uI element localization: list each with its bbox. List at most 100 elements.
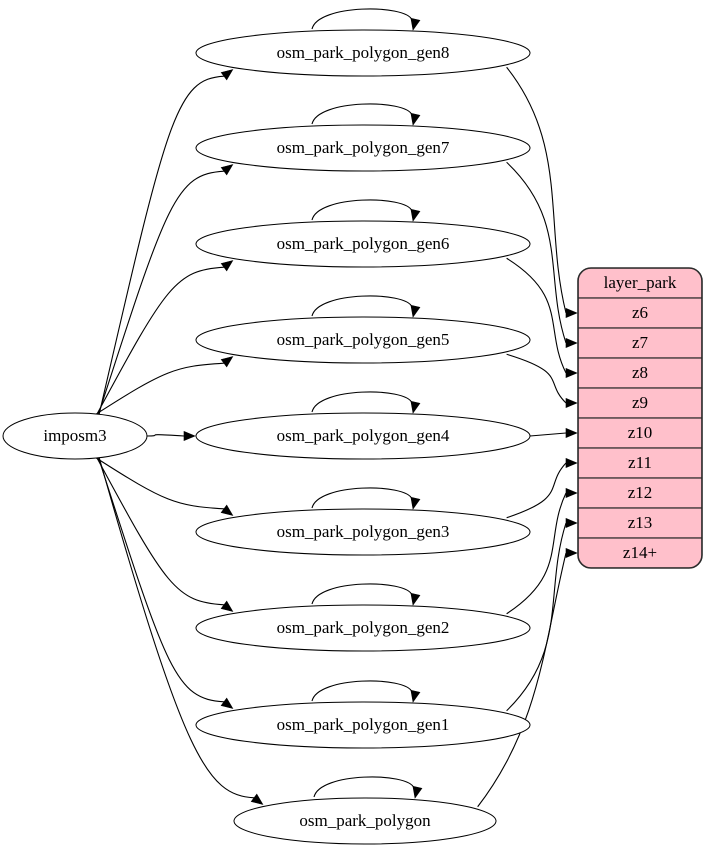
node-ellipse bbox=[195, 316, 531, 364]
node-label: osm_park_polygon_gen3 bbox=[277, 522, 450, 541]
table-row-z6[interactable] bbox=[578, 297, 702, 329]
table-row-z7[interactable] bbox=[578, 327, 702, 359]
node-label: osm_park_polygon_gen7 bbox=[277, 138, 450, 157]
edge-imposm3-to-gen8 bbox=[98, 75, 224, 416]
arrow-base-to-z14+ bbox=[565, 547, 578, 559]
arrow-imposm3-to-gen7 bbox=[220, 164, 234, 176]
node-ellipse bbox=[195, 604, 531, 652]
edges-layer bbox=[94, 8, 578, 808]
table-title: layer_park bbox=[604, 273, 677, 292]
node-gen1[interactable]: osm_park_polygon_gen1 bbox=[195, 701, 531, 749]
edge-gen2-to-z12 bbox=[506, 492, 567, 615]
self-loop-gen4 bbox=[311, 391, 413, 413]
arrow-gen3-to-z11 bbox=[565, 457, 578, 469]
node-gen7[interactable]: osm_park_polygon_gen7 bbox=[195, 124, 531, 172]
node-gen6[interactable]: osm_park_polygon_gen6 bbox=[195, 220, 531, 268]
nodes-layer: osm_park_polygon_gen8 osm_park_polygon_ge… bbox=[2, 29, 531, 845]
table-row-z9[interactable] bbox=[578, 387, 702, 419]
table-row-z10[interactable] bbox=[578, 417, 702, 449]
node-label: osm_park_polygon_gen4 bbox=[277, 426, 450, 445]
node-ellipse bbox=[195, 508, 531, 556]
self-loop-arrow-gen7 bbox=[410, 112, 421, 126]
table-row-label-z9: z9 bbox=[632, 393, 648, 412]
node-label: imposm3 bbox=[43, 426, 106, 445]
table-row-label-z6: z6 bbox=[632, 303, 648, 322]
edge-gen7-to-z7 bbox=[506, 161, 567, 344]
table-row-label-z7: z7 bbox=[632, 333, 649, 352]
arrow-gen1-to-z13 bbox=[565, 517, 578, 529]
edge-imposm3-to-gen3 bbox=[94, 456, 224, 510]
node-label: osm_park_polygon_gen8 bbox=[277, 43, 450, 62]
edge-gen3-to-z11 bbox=[506, 462, 567, 519]
arrow-imposm3-to-gen5 bbox=[220, 356, 234, 368]
self-loop-base bbox=[313, 776, 415, 798]
edge-imposm3-to-gen4 bbox=[146, 434, 185, 437]
node-gen4[interactable]: osm_park_polygon_gen4 bbox=[195, 412, 531, 460]
table-row-label-z10: z10 bbox=[628, 423, 653, 442]
self-loop-arrow-gen1 bbox=[410, 689, 421, 703]
self-loop-gen5 bbox=[311, 295, 413, 317]
node-ellipse bbox=[195, 701, 531, 749]
arrow-imposm3-to-gen3 bbox=[220, 504, 234, 516]
table-row-z13[interactable] bbox=[578, 507, 702, 539]
self-loop-arrow-gen8 bbox=[410, 17, 421, 31]
table-row-z12[interactable] bbox=[578, 477, 702, 509]
arrow-imposm3-to-gen8 bbox=[220, 69, 234, 81]
table-row-z14+[interactable] bbox=[578, 537, 702, 568]
self-loop-gen1 bbox=[311, 680, 413, 702]
edge-imposm3-to-gen6 bbox=[96, 266, 224, 416]
table-row-label-z12: z12 bbox=[628, 483, 653, 502]
edge-gen4-to-z10 bbox=[529, 432, 567, 437]
node-ellipse bbox=[233, 797, 497, 845]
self-loop-arrow-gen3 bbox=[410, 496, 421, 510]
node-gen3[interactable]: osm_park_polygon_gen3 bbox=[195, 508, 531, 556]
node-ellipse bbox=[195, 412, 531, 460]
node-label: osm_park_polygon_gen1 bbox=[277, 715, 450, 734]
self-loop-arrow-gen5 bbox=[410, 304, 421, 318]
table-row-label-z13: z13 bbox=[628, 513, 653, 532]
edge-base-to-z14+ bbox=[477, 552, 567, 808]
edge-imposm3-to-gen5 bbox=[94, 362, 224, 416]
self-loop-gen6 bbox=[311, 199, 413, 221]
edge-imposm3-to-base bbox=[98, 456, 255, 799]
node-label: osm_park_polygon_gen5 bbox=[277, 330, 450, 349]
arrow-gen8-to-z6 bbox=[565, 307, 578, 319]
node-ellipse bbox=[195, 220, 531, 268]
node-ellipse bbox=[2, 412, 148, 460]
self-loop-arrow-gen2 bbox=[410, 592, 421, 606]
arrow-gen4-to-z10 bbox=[565, 427, 578, 439]
arrow-gen2-to-z12 bbox=[565, 487, 578, 499]
self-loop-gen3 bbox=[311, 487, 413, 509]
node-ellipse bbox=[195, 29, 531, 77]
node-label: osm_park_polygon_gen6 bbox=[277, 234, 450, 253]
edge-gen6-to-z8 bbox=[506, 257, 567, 374]
node-base[interactable]: osm_park_polygon bbox=[233, 797, 497, 845]
edge-imposm3-to-gen1 bbox=[97, 456, 224, 703]
self-loop-gen8 bbox=[311, 8, 413, 30]
edge-gen8-to-z6 bbox=[506, 66, 567, 314]
edge-imposm3-to-gen7 bbox=[97, 170, 224, 416]
self-loop-gen7 bbox=[311, 103, 413, 125]
edge-gen1-to-z13 bbox=[506, 522, 567, 712]
table-outline bbox=[577, 267, 703, 569]
arrow-imposm3-to-gen1 bbox=[220, 697, 234, 709]
node-gen8[interactable]: osm_park_polygon_gen8 bbox=[195, 29, 531, 77]
node-gen2[interactable]: osm_park_polygon_gen2 bbox=[195, 604, 531, 652]
node-gen5[interactable]: osm_park_polygon_gen5 bbox=[195, 316, 531, 364]
arrow-imposm3-to-gen2 bbox=[220, 600, 234, 612]
edge-gen5-to-z9 bbox=[506, 353, 567, 404]
arrow-imposm3-to-gen6 bbox=[220, 260, 234, 272]
self-loop-arrow-gen6 bbox=[410, 208, 421, 222]
self-loop-arrow-base bbox=[412, 785, 423, 799]
self-loop-arrow-gen4 bbox=[410, 400, 421, 414]
table-row-label-z8: z8 bbox=[632, 363, 648, 382]
arrow-gen6-to-z8 bbox=[565, 367, 578, 379]
node-imposm3[interactable]: imposm3 bbox=[2, 412, 148, 460]
arrow-imposm3-to-gen4 bbox=[183, 430, 196, 442]
self-loop-gen2 bbox=[311, 583, 413, 605]
table-row-label-z11: z11 bbox=[628, 453, 652, 472]
node-label: osm_park_polygon_gen2 bbox=[277, 618, 450, 637]
edge-imposm3-to-gen2 bbox=[96, 456, 224, 606]
